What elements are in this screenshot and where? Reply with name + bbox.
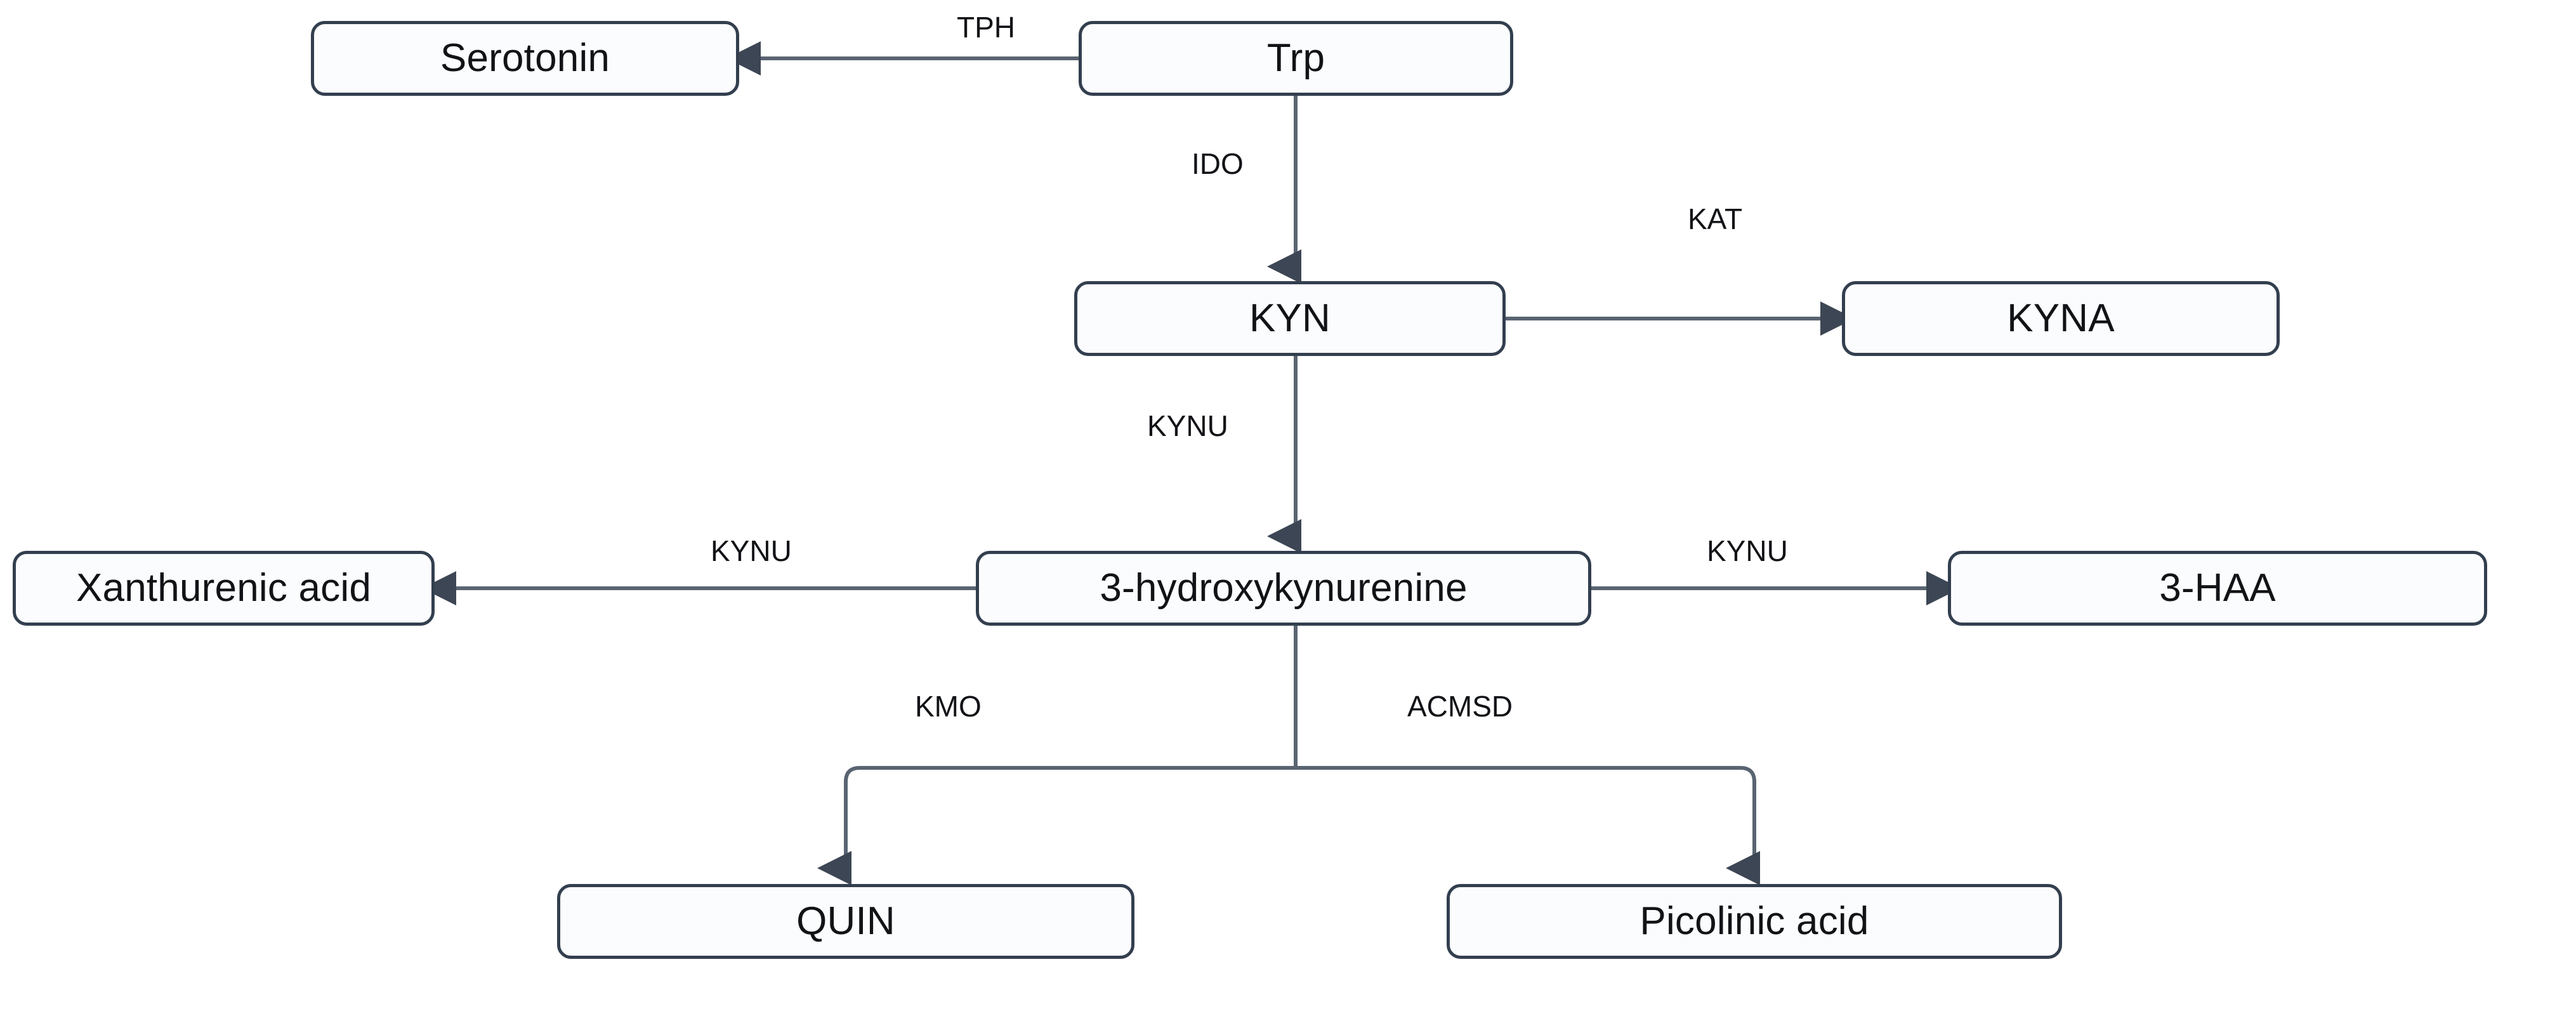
node-label-kyn: KYN <box>1249 296 1331 340</box>
edge-hk3-quin <box>817 766 1296 885</box>
node-label-serotonin: Serotonin <box>440 36 610 80</box>
node-label-trp: Trp <box>1266 36 1325 80</box>
node-trp[interactable]: Trp <box>1079 21 1513 96</box>
node-xanthurenic-acid[interactable]: Xanthurenic acid <box>13 551 435 626</box>
node-label-xanthurenic-acid: Xanthurenic acid <box>76 566 372 610</box>
node-3-hydroxykynurenine[interactable]: 3-hydroxykynurenine <box>976 551 1591 626</box>
edge-label-ido: IDO <box>1192 147 1244 180</box>
edge-label-acmsd: ACMSD <box>1407 690 1513 723</box>
node-label-quin: QUIN <box>796 899 895 943</box>
node-label-kyna: KYNA <box>2007 296 2115 340</box>
edge-label-tph: TPH <box>957 11 1015 44</box>
node-kyna[interactable]: KYNA <box>1842 281 2280 356</box>
node-label-picolinic-acid: Picolinic acid <box>1640 899 1869 943</box>
node-kyn[interactable]: KYN <box>1074 281 1506 356</box>
node-label-3-hydroxykynurenine: 3-hydroxykynurenine <box>1100 566 1468 610</box>
edge-label-kynu-kyn-hk3: KYNU <box>1147 409 1228 442</box>
node-serotonin[interactable]: Serotonin <box>311 21 739 96</box>
node-label-3-haa: 3-HAA <box>2159 566 2276 610</box>
edge-label-kat: KAT <box>1688 202 1743 235</box>
edge-hk3-picolinic <box>1296 766 1760 885</box>
node-picolinic-acid[interactable]: Picolinic acid <box>1447 884 2062 959</box>
edge-label-kmo: KMO <box>915 690 982 723</box>
edge-label-kynu-xanthurenic: KYNU <box>711 534 792 567</box>
edge-label-kynu-3-haa: KYNU <box>1707 534 1788 567</box>
node-3-haa[interactable]: 3-HAA <box>1948 551 2487 626</box>
node-quin[interactable]: QUIN <box>557 884 1134 959</box>
